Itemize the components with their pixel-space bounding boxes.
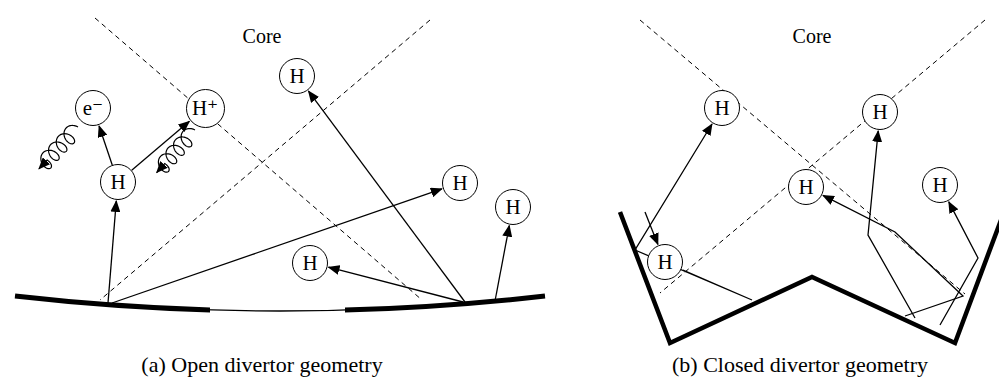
particle-circle: H	[442, 165, 478, 201]
neutral-trajectory	[495, 226, 509, 301]
particle-circle: H	[279, 58, 315, 94]
particle-circle: H	[788, 169, 824, 205]
particle-circle: H	[704, 90, 740, 126]
particle-circle: H	[647, 244, 683, 280]
panel-caption: (a) Open divertor geometry	[141, 353, 382, 377]
particle-circle: H⁺	[186, 89, 225, 128]
particle-symbol: H	[110, 172, 125, 193]
particle-circle: H	[292, 245, 328, 281]
neutral-trajectory	[823, 195, 963, 316]
region-label: Core	[243, 25, 282, 47]
neutral-trajectory	[940, 202, 978, 325]
neutral-trajectory	[635, 124, 752, 300]
particle-symbol: H	[505, 197, 520, 218]
particle-symbol: H	[657, 252, 672, 273]
separatrix-line	[640, 20, 965, 294]
divertor-wall	[620, 212, 999, 343]
particle-circle: H	[922, 167, 958, 203]
gyration-helix	[33, 122, 84, 175]
neutral-trajectory	[868, 131, 915, 318]
neutral-trajectory	[112, 189, 442, 303]
particle-circle: H	[862, 94, 898, 130]
particle-symbol: H	[714, 98, 729, 119]
ionisation-arrow	[132, 121, 190, 170]
region-label: Core	[793, 25, 832, 47]
particle-symbol: H	[289, 66, 304, 87]
neutral-trajectory	[309, 91, 466, 302]
ionisation-arrow	[99, 126, 112, 165]
particle-symbol: H	[798, 177, 813, 198]
particle-symbol: H	[872, 102, 887, 123]
particle-symbol: H	[932, 175, 947, 196]
divertor-plate	[345, 296, 545, 311]
panel-caption: (b) Closed divertor geometry	[672, 353, 928, 377]
particle-circle: H	[495, 189, 531, 225]
neutral-trajectory	[329, 267, 464, 302]
particle-symbol: e⁻	[83, 98, 103, 119]
separatrix-line	[95, 18, 422, 300]
particle-symbol: H	[302, 253, 317, 274]
separatrix-line	[660, 20, 985, 293]
particle-symbol: H⁺	[192, 98, 218, 119]
separatrix-line	[100, 20, 430, 300]
particle-circle: e⁻	[75, 90, 111, 126]
particle-circle: H	[100, 164, 136, 200]
divertor-plate	[15, 296, 545, 311]
neutral-trajectory	[108, 201, 116, 303]
particle-symbol: H	[452, 173, 467, 194]
